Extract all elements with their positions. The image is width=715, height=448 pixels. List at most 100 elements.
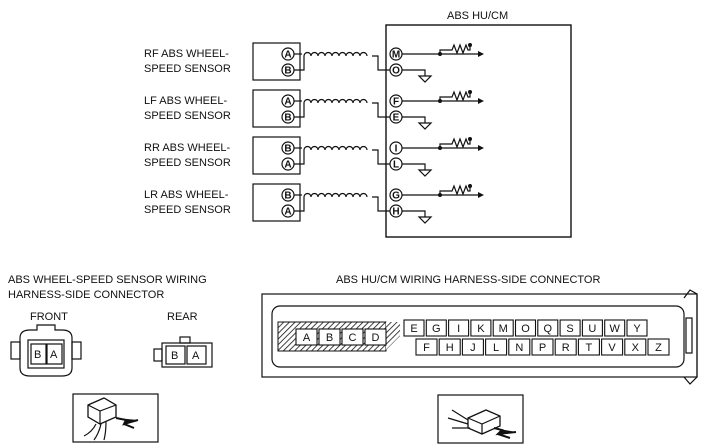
junction-dot bbox=[438, 146, 442, 150]
shaded-pin-cell bbox=[318, 328, 341, 346]
rear-pin-1: B bbox=[171, 350, 178, 362]
module-title: ABS HU/CM bbox=[447, 10, 508, 22]
ground-symbol bbox=[402, 163, 433, 177]
pin-cell bbox=[508, 338, 531, 356]
return-wire bbox=[372, 149, 390, 165]
junction-dot bbox=[438, 52, 442, 56]
sensor-pin-label: A bbox=[284, 50, 291, 61]
ground-symbol bbox=[402, 210, 433, 224]
pin-cell bbox=[554, 338, 577, 356]
return-wire-stub bbox=[294, 150, 305, 165]
pin-cell bbox=[438, 338, 461, 356]
module-pin-label: I bbox=[395, 144, 398, 155]
sensor-label-line1: LF ABS WHEEL- bbox=[144, 95, 227, 107]
pin-cell-label: J bbox=[470, 342, 476, 354]
twisted-pair bbox=[303, 51, 368, 57]
sensor-label-line1: LR ABS WHEEL- bbox=[144, 189, 229, 201]
sensor-pin-label: B bbox=[284, 144, 291, 155]
sensor-connector-title-2: HARNESS-SIDE CONNECTOR bbox=[8, 289, 164, 301]
sensor-pin-label: A bbox=[284, 160, 291, 171]
sensor-label-line1: RF ABS WHEEL- bbox=[144, 48, 229, 60]
pullup-circuit bbox=[402, 90, 478, 102]
module-pin-label: O bbox=[392, 66, 400, 77]
sensor-label-line2: SPEED SENSOR bbox=[144, 110, 231, 122]
pin-cell-label: R bbox=[562, 342, 570, 354]
arrow-head bbox=[478, 192, 484, 198]
pin-cell bbox=[537, 319, 559, 337]
rear-pin-2: A bbox=[192, 350, 200, 362]
pin-cell bbox=[624, 338, 647, 356]
pin-cell bbox=[559, 319, 581, 337]
pin-cell bbox=[470, 319, 492, 337]
ground-symbol bbox=[402, 116, 433, 130]
module-pin-label: M bbox=[392, 50, 400, 61]
rear-connector: B A bbox=[153, 336, 213, 368]
sensor-pin-label: B bbox=[284, 191, 291, 202]
shaded-pin-cell bbox=[341, 328, 364, 346]
front-pin-2: A bbox=[50, 349, 58, 361]
module-pin-label: H bbox=[392, 207, 399, 218]
pin-cell-label: U bbox=[588, 323, 596, 335]
junction-dot bbox=[438, 99, 442, 103]
front-pin-1: B bbox=[34, 349, 41, 361]
sensor-box bbox=[252, 89, 301, 128]
front-label: FRONT bbox=[30, 311, 68, 323]
pin-cell-label: M bbox=[499, 323, 508, 335]
pin-cell bbox=[425, 319, 447, 337]
pin-cell-label: T bbox=[586, 342, 593, 354]
return-wire-stub bbox=[294, 197, 305, 212]
return-wire bbox=[372, 196, 390, 212]
sensor-pin-label: A bbox=[284, 207, 291, 218]
pin-cell-label: Z bbox=[655, 342, 662, 354]
pin-cell bbox=[492, 319, 514, 337]
return-wire-stub bbox=[294, 103, 305, 118]
sensor-connector-title-1: ABS WHEEL-SPEED SENSOR WIRING bbox=[8, 274, 207, 286]
pin-cell-label: G bbox=[432, 323, 441, 335]
front-connector: B A bbox=[10, 324, 82, 377]
pin-cell-label: I bbox=[457, 323, 460, 335]
pin-cell-label: Q bbox=[544, 323, 553, 335]
pin-cell bbox=[461, 338, 484, 356]
pin-cell-label: C bbox=[349, 332, 357, 344]
sensor-label-line2: SPEED SENSOR bbox=[144, 204, 231, 216]
return-wire bbox=[372, 55, 390, 71]
pin-cell bbox=[448, 319, 470, 337]
sensor-pin-label: A bbox=[284, 97, 291, 108]
pin-cell bbox=[604, 319, 626, 337]
shaded-pin-cell bbox=[364, 328, 387, 346]
module-pin-label: L bbox=[393, 160, 399, 171]
arrow-head bbox=[478, 98, 484, 104]
connector-view-icon-left bbox=[72, 393, 159, 443]
rear-label: REAR bbox=[167, 311, 198, 323]
twisted-pair bbox=[303, 192, 368, 198]
pin-cell-label: L bbox=[493, 342, 499, 354]
arrow-head bbox=[478, 51, 484, 57]
pin-cell bbox=[531, 338, 554, 356]
pin-cell-label: E bbox=[410, 323, 417, 335]
pin-cell-label: O bbox=[521, 323, 530, 335]
pin-cell bbox=[514, 319, 537, 337]
pullup-circuit bbox=[402, 43, 478, 55]
sensor-pin-label: B bbox=[284, 66, 291, 77]
twisted-pair bbox=[303, 145, 368, 151]
pin-cell-label: Y bbox=[633, 323, 641, 335]
module-pin-label: G bbox=[392, 191, 400, 202]
shaded-pin-cell bbox=[295, 328, 318, 346]
pin-cell bbox=[577, 338, 600, 356]
sensor-circuit: LR ABS WHEEL- SPEED SENSOR BA GH bbox=[144, 183, 484, 224]
pin-cell bbox=[485, 338, 508, 356]
twisted-pair bbox=[303, 98, 368, 104]
pin-cell-label: A bbox=[303, 332, 311, 344]
supply-dot bbox=[468, 43, 472, 47]
junction-dot bbox=[438, 193, 442, 197]
pin-cell-label: P bbox=[539, 342, 546, 354]
pin-cell-label: X bbox=[632, 342, 640, 354]
module-pin-label: F bbox=[393, 97, 399, 108]
supply-dot bbox=[468, 137, 472, 141]
pin-cell bbox=[626, 319, 648, 337]
